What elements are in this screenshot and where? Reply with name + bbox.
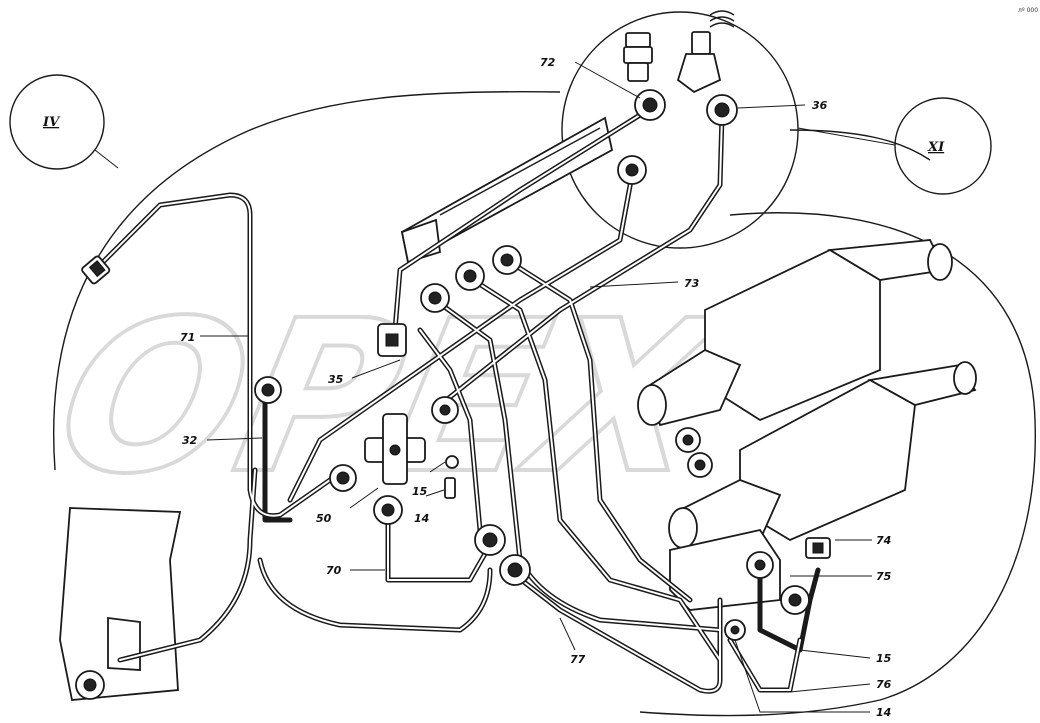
part-labels: 72 36 73 71 35 32 15 14 50 70 77 74 75 1… bbox=[180, 56, 892, 719]
fitting-74 bbox=[805, 537, 831, 559]
label-73: 73 bbox=[684, 277, 700, 290]
loose-spring bbox=[709, 10, 735, 28]
fitting-bottom-left bbox=[474, 524, 506, 556]
fitting-72 bbox=[634, 89, 666, 121]
mounting-bracket bbox=[400, 116, 614, 264]
wall-plate bbox=[59, 507, 182, 701]
fitting-mid-top bbox=[617, 155, 647, 185]
label-14-left: 14 bbox=[414, 512, 429, 525]
fitting-wall bbox=[75, 670, 105, 700]
fitting-77 bbox=[499, 554, 531, 586]
label-50: 50 bbox=[316, 512, 332, 525]
callout-xi: XI bbox=[797, 97, 992, 195]
fitting-50 bbox=[329, 464, 357, 492]
fitting-70 bbox=[373, 495, 403, 525]
corner-mark: лº 000 bbox=[1018, 7, 1038, 14]
valve-port-lower bbox=[687, 452, 713, 478]
label-35: 35 bbox=[328, 373, 344, 386]
label-77: 77 bbox=[570, 653, 586, 666]
pipe-32 bbox=[262, 392, 293, 523]
label-36: 36 bbox=[812, 99, 828, 112]
label-32: 32 bbox=[182, 434, 198, 447]
label-71: 71 bbox=[180, 331, 195, 344]
label-74: 74 bbox=[876, 534, 891, 547]
valve-port-upper bbox=[675, 427, 701, 453]
fitting-73 bbox=[492, 245, 522, 275]
label-70: 70 bbox=[326, 564, 342, 577]
callout-iv-label: IV bbox=[42, 115, 61, 130]
tee-fitting bbox=[364, 413, 426, 485]
washer-15 bbox=[445, 455, 459, 469]
fitting-71-end bbox=[81, 255, 111, 285]
fitting-15-right bbox=[780, 585, 810, 615]
label-15-left: 15 bbox=[412, 485, 428, 498]
loose-elbow bbox=[676, 31, 722, 94]
pipe-highlights bbox=[99, 109, 801, 693]
fitting-a bbox=[455, 261, 485, 291]
loose-nipple bbox=[623, 32, 653, 82]
loose-fittings bbox=[623, 10, 735, 94]
fittings bbox=[75, 89, 831, 700]
callout-xi-label: XI bbox=[927, 140, 945, 155]
fitting-14-right bbox=[724, 619, 746, 641]
fitting-32 bbox=[254, 376, 282, 404]
fitting-35 bbox=[377, 323, 407, 357]
plug-14 bbox=[444, 477, 456, 499]
label-76: 76 bbox=[876, 678, 892, 691]
label-72: 72 bbox=[540, 56, 556, 69]
fitting-36 bbox=[706, 94, 738, 126]
fitting-b bbox=[420, 283, 450, 313]
label-15-right: 15 bbox=[876, 652, 892, 665]
valve-block bbox=[637, 239, 977, 611]
fitting-75 bbox=[746, 551, 774, 579]
label-75: 75 bbox=[876, 570, 892, 583]
fitting-right-a bbox=[431, 396, 459, 424]
callout-iv: IV bbox=[9, 74, 119, 170]
label-14-right: 14 bbox=[876, 706, 891, 719]
detail-circle-fittings bbox=[561, 11, 799, 249]
leader-lines bbox=[200, 61, 872, 713]
